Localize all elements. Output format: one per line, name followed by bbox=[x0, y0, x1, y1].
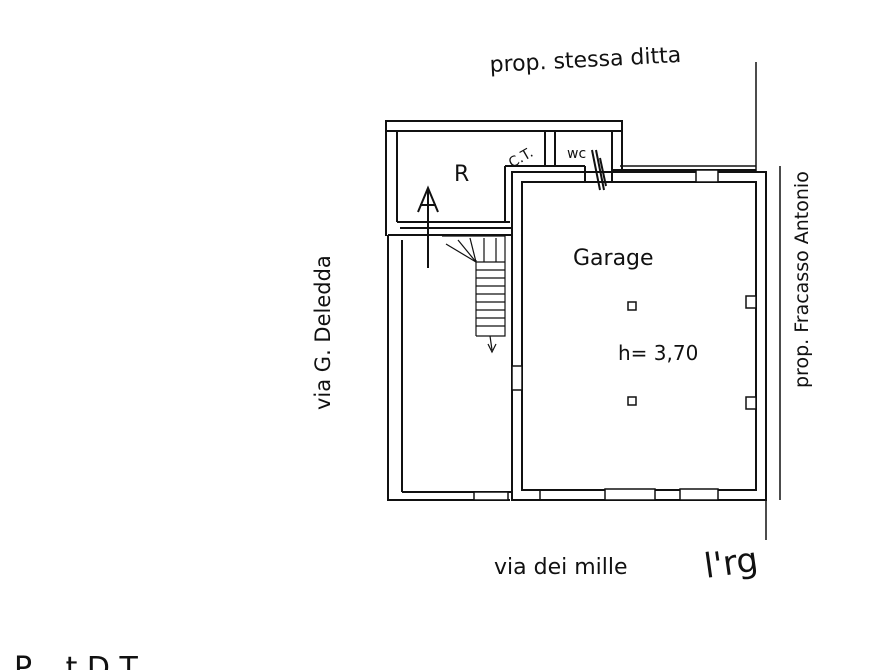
wc-door-icon bbox=[591, 149, 607, 191]
garage-label: Garage bbox=[573, 246, 654, 271]
garage-walls bbox=[511, 166, 767, 501]
street-left-label: via G. Deledda bbox=[311, 255, 335, 410]
pillar-icon bbox=[627, 301, 637, 311]
pillar-icon bbox=[627, 396, 637, 406]
neighbor-right-label: prop. Fracasso Antonio bbox=[791, 171, 813, 388]
boiler-room-label: C.T. bbox=[506, 145, 536, 172]
staircase bbox=[442, 235, 506, 354]
yard-boundary bbox=[387, 227, 512, 501]
bottom-fragment-text: P. . t D T bbox=[14, 651, 138, 670]
wall-openings bbox=[473, 169, 757, 501]
north-arrow-icon bbox=[417, 185, 439, 268]
signature: l'rg bbox=[702, 540, 761, 587]
garage-height-label: h= 3,70 bbox=[618, 341, 698, 365]
neighbor-top-label: prop. stessa ditta bbox=[489, 43, 682, 78]
property-line bbox=[620, 62, 781, 540]
storage-room-walls bbox=[385, 120, 623, 236]
wc-label: wc bbox=[567, 146, 586, 162]
storage-room-label: R bbox=[454, 162, 469, 187]
street-bottom-label: via dei mille bbox=[494, 555, 628, 580]
